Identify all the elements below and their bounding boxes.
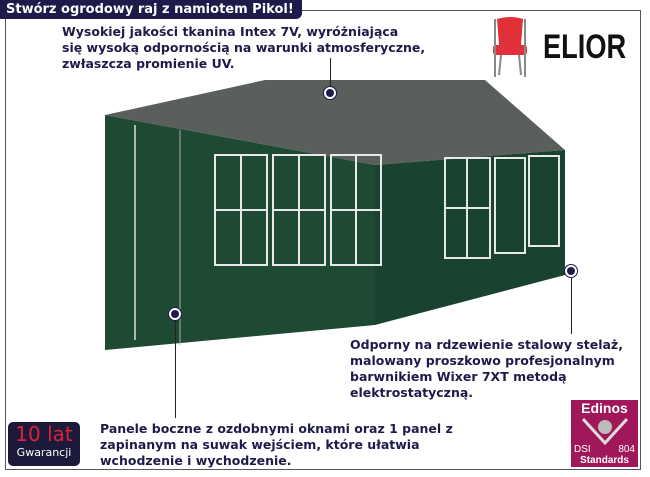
tent-image bbox=[105, 80, 565, 350]
text-line: barwnikiem Wixer 7XT metodą bbox=[350, 369, 567, 384]
brand-logo: ELIOR bbox=[543, 28, 627, 66]
badge-v-emblem bbox=[581, 417, 628, 446]
feature-fabric: Wysokiej jakości tkanina Intex 7V, wyróż… bbox=[62, 24, 425, 72]
badge-top: Edinos bbox=[581, 400, 628, 416]
text-line: Odporny na rdzewienie stalowy stelaż, bbox=[350, 337, 623, 352]
edinos-badge: Edinos DSI 804 Standards bbox=[571, 400, 638, 467]
text-line: wchodzenie i wychodzenie. bbox=[100, 453, 292, 468]
warranty-label: Gwarancji bbox=[16, 446, 72, 459]
feature-panels: Panele boczne z ozdobnymi oknami oraz 1 … bbox=[100, 421, 453, 469]
callout-dot bbox=[169, 308, 181, 320]
frame-border bbox=[5, 10, 641, 470]
callout-dot bbox=[565, 265, 577, 277]
callout-line bbox=[175, 315, 176, 418]
callout-line bbox=[571, 272, 572, 334]
text-line: zwłaszcza promienie UV. bbox=[62, 56, 235, 71]
text-line: Wysokiej jakości tkanina Intex 7V, wyróż… bbox=[62, 24, 399, 39]
badge-left: DSI bbox=[574, 444, 591, 455]
text-line: zapinanym na suwak wejściem, które ułatw… bbox=[100, 437, 420, 452]
text-line: Panele boczne z ozdobnymi oknami oraz 1 … bbox=[100, 421, 453, 436]
feature-frame: Odporny na rdzewienie stalowy stelaż, ma… bbox=[350, 337, 623, 401]
callout-line bbox=[330, 58, 331, 93]
badge-bottom: Standards bbox=[580, 455, 629, 466]
text-line: malowany proszkowo profesjonalnym bbox=[350, 353, 615, 368]
red-chair-icon bbox=[493, 17, 527, 77]
badge-right: 804 bbox=[618, 444, 635, 455]
warranty-badge: 10 lat Gwarancji bbox=[8, 422, 80, 466]
text-line: się wysoką odpornością na warunki atmosf… bbox=[62, 40, 426, 55]
warranty-years: 10 lat bbox=[15, 422, 73, 446]
text-line: elektrostatyczną. bbox=[350, 385, 474, 400]
headline: Stwórz ogrodowy raj z namiotem Pikol! bbox=[0, 0, 302, 19]
callout-dot bbox=[324, 87, 336, 99]
